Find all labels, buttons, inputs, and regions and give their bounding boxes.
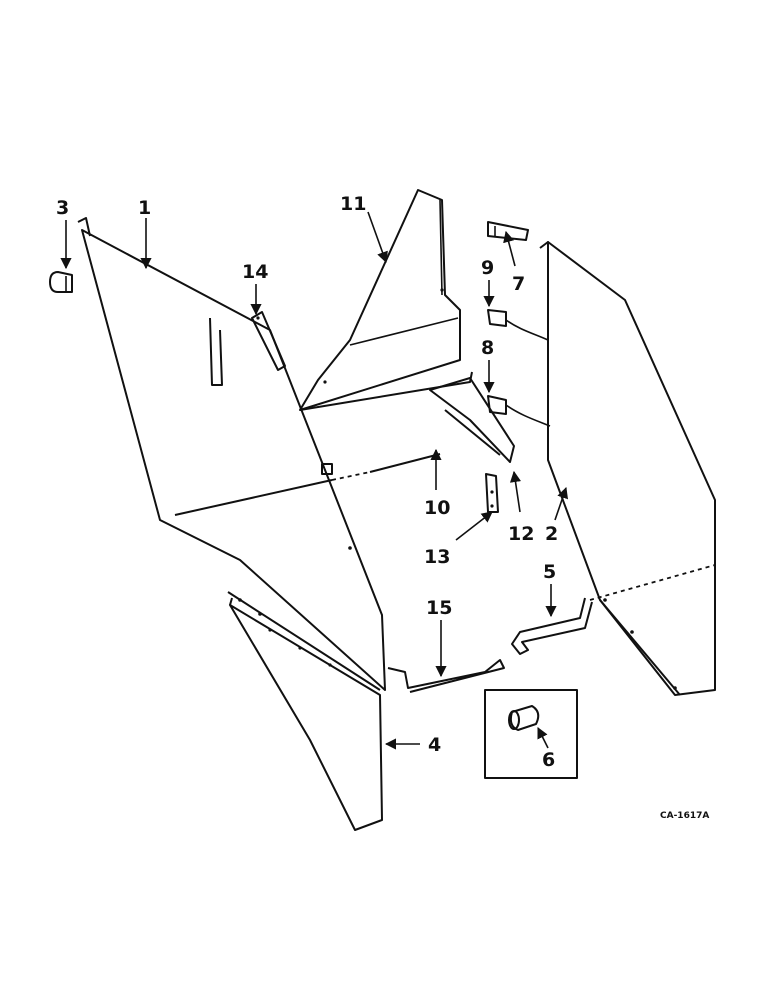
connector-dash [589,564,716,601]
callout-9: 9 [481,257,494,279]
support-bracket [429,377,515,463]
callout-labels: 1 2 3 4 5 6 7 8 9 10 11 12 13 14 15 [56,193,558,771]
small-clip-9 [487,309,549,341]
callout-13: 13 [424,546,450,568]
callout-4: 4 [428,734,441,756]
callout-2: 2 [545,523,558,545]
top-bracket [487,221,529,241]
lower-panel [229,597,383,831]
small-plate [485,473,499,513]
callout-12: 12 [508,523,534,545]
callout-1: 1 [138,197,151,219]
leader-lines [60,211,569,750]
clip-part [49,271,73,293]
callout-3: 3 [56,197,69,219]
callout-7: 7 [512,273,525,295]
center-panel [299,189,473,411]
link-part [251,311,286,371]
callout-14: 14 [242,261,268,283]
callout-5: 5 [543,561,556,583]
reference-code: CA-1617A [660,811,709,821]
callout-8: 8 [481,337,494,359]
bent-bracket [511,597,593,655]
callout-10: 10 [424,497,450,519]
right-side-panel [539,241,716,696]
callout-6: 6 [542,749,555,771]
sleeve-inset [484,689,578,779]
rod-part [174,453,441,516]
left-side-panel [77,217,386,691]
callout-15: 15 [426,597,452,619]
long-strap [387,659,505,693]
callout-11: 11 [340,193,366,215]
